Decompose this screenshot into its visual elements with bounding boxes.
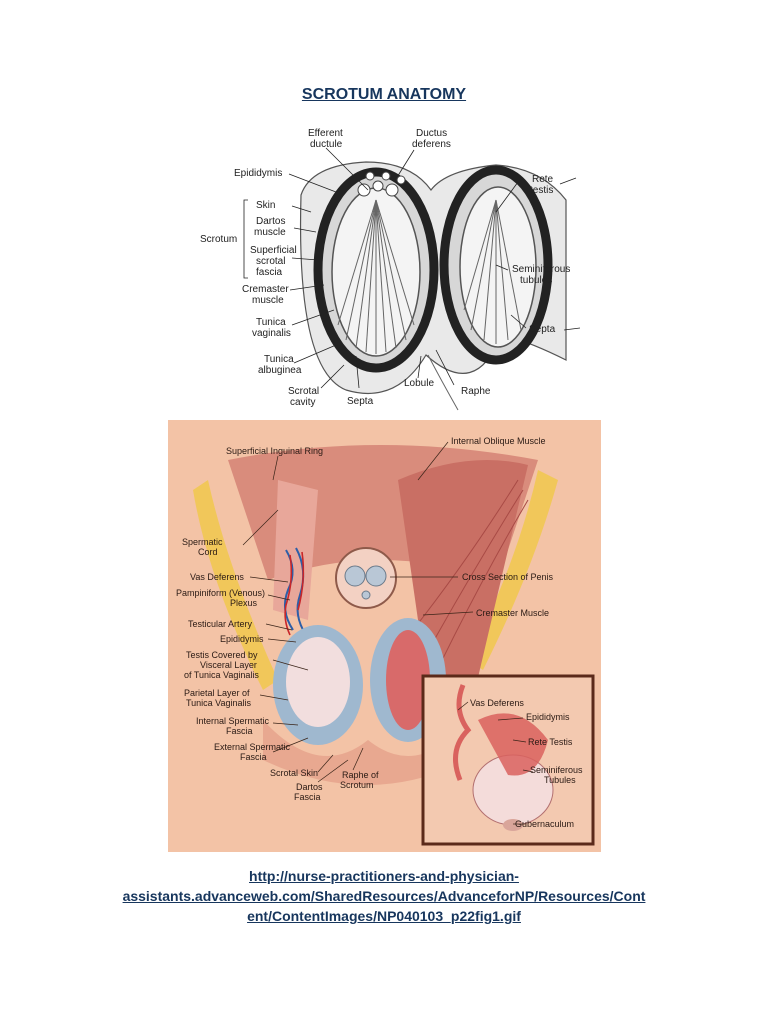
label-inset-gubernaculum: Gubernaculum: [515, 819, 574, 829]
source-link-line-1: http://nurse-practitioners-and-physician…: [249, 868, 519, 884]
label-cross-section-penis: Cross Section of Penis: [462, 572, 554, 582]
label-scrotal-skin: Scrotal Skin: [270, 768, 318, 778]
label-inset-vas-deferens: Vas Deferens: [470, 698, 524, 708]
label-inset-rete-testis: Rete Testis: [528, 737, 573, 747]
label-cremaster-muscle: Cremaster Muscle: [476, 608, 549, 618]
source-link-line-3: ent/ContentImages/NP040103_p22fig1.gif: [247, 908, 521, 924]
label-testicular-artery: Testicular Artery: [188, 619, 253, 629]
label-septa-right: Septa: [529, 324, 556, 335]
label-superficial-inguinal-ring: Superficial Inguinal Ring: [226, 446, 323, 456]
label-epididymis: Epididymis: [234, 168, 282, 179]
page-title: SCROTUM ANATOMY: [301, 86, 467, 103]
source-link[interactable]: http://nurse-practitioners-and-physician…: [60, 866, 708, 926]
label-lobule: Lobule: [404, 378, 434, 389]
label-scrotum: Scrotum: [200, 234, 237, 245]
label-inset-epididymis: Epididymis: [526, 712, 570, 722]
scrotum-illustration-figure: Superficial Inguinal Ring Internal Obliq…: [168, 420, 601, 852]
label-epididymis: Epididymis: [220, 634, 264, 644]
label-raphe: Raphe: [461, 386, 491, 397]
label-septa-bottom: Septa: [347, 396, 374, 407]
label-pampiniform-plexus: Pampiniform (Venous)Plexus: [176, 588, 265, 608]
source-link-line-2: assistants.advanceweb.com/SharedResource…: [122, 888, 646, 904]
label-vas-deferens: Vas Deferens: [190, 572, 244, 582]
label-internal-oblique-muscle: Internal Oblique Muscle: [451, 436, 546, 446]
label-skin: Skin: [256, 200, 275, 211]
